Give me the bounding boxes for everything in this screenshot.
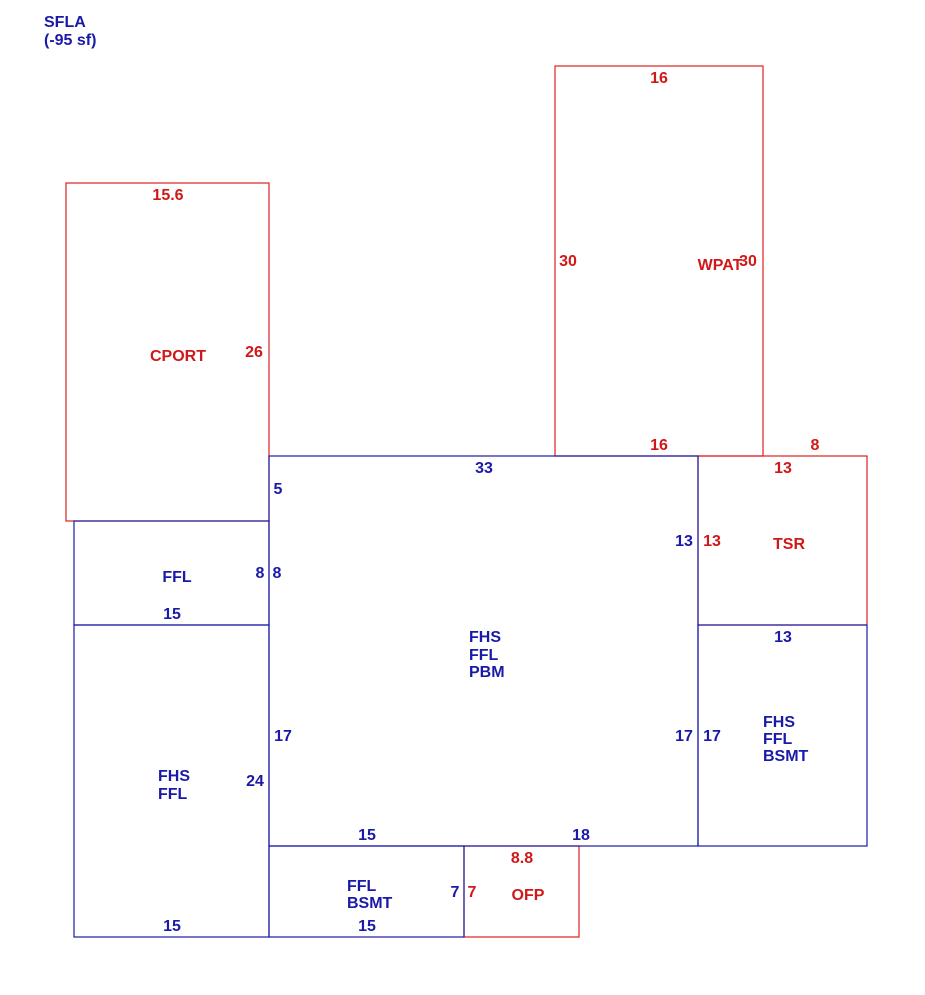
sfla-adjustment: (-95 sf) xyxy=(44,32,96,49)
tsr-dim-left: 13 xyxy=(703,533,721,550)
south-dim-right: 7 xyxy=(451,884,460,901)
wpat-label: WPAT xyxy=(698,257,743,274)
main-dim-top: 33 xyxy=(475,460,493,477)
main-dim-left-mid: 8 xyxy=(273,565,282,582)
east-dim-left: 17 xyxy=(703,728,721,745)
west-large-dim-bottom: 15 xyxy=(163,918,181,935)
south-code-1: FFL xyxy=(347,878,377,895)
main-code-2: FFL xyxy=(469,647,499,664)
cport-dim-right: 26 xyxy=(245,344,263,361)
ofp-dim-top: 8.8 xyxy=(511,850,533,867)
west-small-dim-bottom: 15 xyxy=(163,606,181,623)
east-area-outline xyxy=(697,624,868,847)
west-large-code-1: FHS xyxy=(158,768,190,785)
ofp-label: OFP xyxy=(512,887,545,904)
wpat-dim-bottom: 16 xyxy=(650,437,668,454)
east-code-3: BSMT xyxy=(763,748,809,765)
east-dim-top: 13 xyxy=(774,629,792,646)
east-code-1: FHS xyxy=(763,714,795,731)
main-dim-bottom-left: 15 xyxy=(358,827,376,844)
tsr-dim-outer-top: 8 xyxy=(811,437,820,454)
west-large-dim-right: 24 xyxy=(246,773,264,790)
south-area-outline xyxy=(268,845,465,938)
west-large-code-2: FFL xyxy=(158,786,188,803)
west-small-dim-right: 8 xyxy=(256,565,265,582)
cport-label: CPORT xyxy=(150,348,206,365)
west-large-outline xyxy=(73,624,270,938)
wpat-dim-left: 30 xyxy=(559,253,577,270)
main-dim-right-upper: 13 xyxy=(675,533,693,550)
tsr-label: TSR xyxy=(773,536,805,553)
main-code-1: FHS xyxy=(469,629,501,646)
south-code-2: BSMT xyxy=(347,895,393,912)
main-code-3: PBM xyxy=(469,664,505,681)
ofp-dim-left: 7 xyxy=(468,884,477,901)
sfla-title: SFLA xyxy=(44,14,86,31)
west-small-label: FFL xyxy=(162,569,192,586)
wpat-dim-top: 16 xyxy=(650,70,668,87)
tsr-dim-top: 13 xyxy=(774,460,792,477)
cport-dim-top: 15.6 xyxy=(152,187,183,204)
wpat-dim-right: 30 xyxy=(739,253,757,270)
east-code-2: FFL xyxy=(763,731,793,748)
south-dim-bottom: 15 xyxy=(358,918,376,935)
main-dim-right-lower: 17 xyxy=(675,728,693,745)
main-dim-left-upper: 5 xyxy=(274,481,283,498)
main-dim-left-lower: 17 xyxy=(274,728,292,745)
main-dim-bottom-right: 18 xyxy=(572,827,590,844)
